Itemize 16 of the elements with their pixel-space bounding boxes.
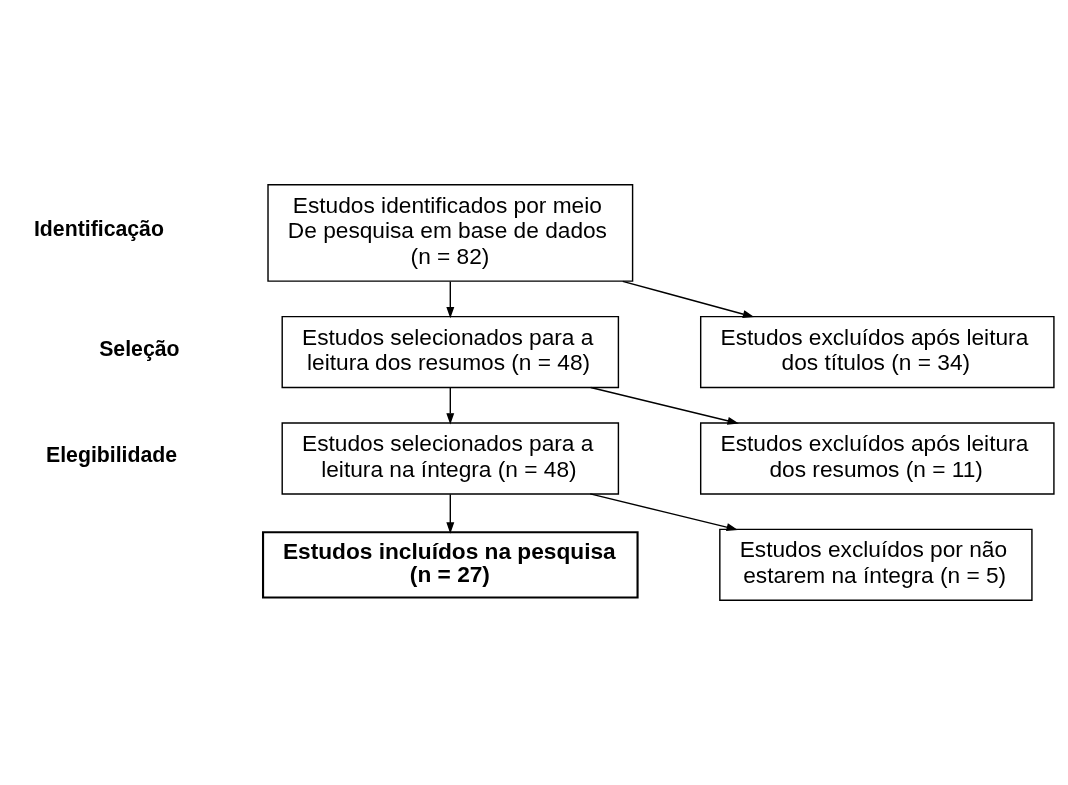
node-box: Estudos identificados por meio De pesquisa em base de dados (n = 82): [267, 183, 634, 282]
node-box: Estudos selecionados para a leitura dos resumos (n = 48): [281, 315, 620, 389]
arrow: [446, 387, 455, 425]
label: Elegibilidade: [46, 443, 178, 468]
node-box: Estudos selecionados para a leitura na íntegra (n = 48): [281, 422, 620, 495]
arrow: [622, 280, 755, 318]
arrow: [589, 493, 738, 532]
node-box: Estudos excluídos após leitura dos resumos (n = 11): [700, 422, 1055, 495]
node-box: Estudos excluídos após leitura dos títulos (n = 34): [700, 315, 1055, 389]
arrow: [446, 493, 455, 534]
node-box: Estudos incluídos na pesquisa (n = 27): [262, 531, 639, 599]
label: Seleção: [99, 336, 180, 361]
node-box: Estudos excluídos por não estarem na íntegra (n = 5): [719, 528, 1033, 602]
arrow: [446, 280, 455, 319]
label: Identificação: [33, 217, 164, 242]
arrow: [590, 386, 739, 425]
